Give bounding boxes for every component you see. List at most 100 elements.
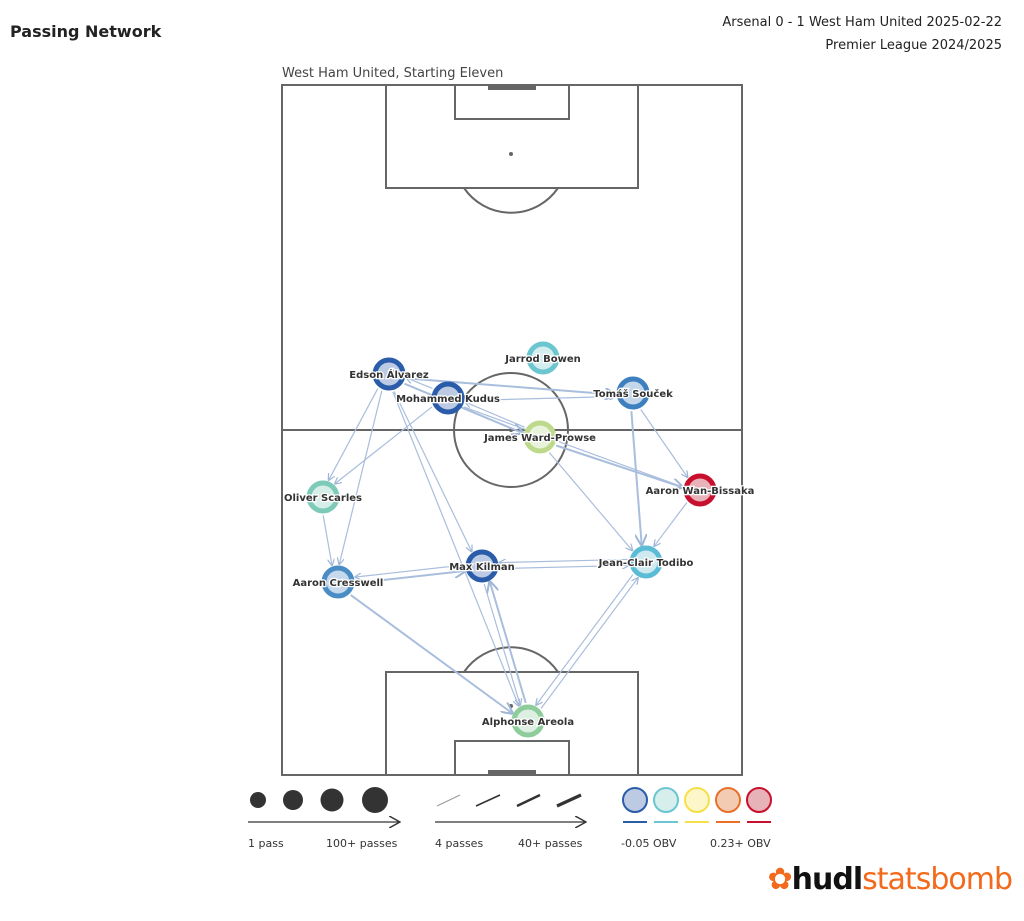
player-circle xyxy=(629,545,663,579)
penalty-box-top xyxy=(385,84,639,189)
match-title: Arsenal 0 - 1 West Ham United 2025-02-22 xyxy=(722,15,1002,30)
player-label: Tomáš Souček xyxy=(593,388,673,400)
competition: Premier League 2024/2025 xyxy=(825,38,1002,53)
player-circle xyxy=(616,376,650,410)
pass-edge xyxy=(335,406,433,484)
legend-size-2 xyxy=(283,790,303,810)
pass-edge xyxy=(500,565,628,568)
player-label: Oliver Scarles xyxy=(284,493,362,504)
player-label: Edson Álvarez xyxy=(349,368,429,381)
player-label: Jarrod Bowen xyxy=(504,354,580,365)
pass-edge xyxy=(500,559,628,562)
pass-edge xyxy=(630,411,641,544)
pass-edge xyxy=(466,402,525,428)
legend-obv-circle xyxy=(653,787,679,813)
pass-edge xyxy=(463,407,522,433)
logo-icon: ✿ xyxy=(767,862,793,897)
player-circle xyxy=(523,420,557,454)
legend-obv-circle xyxy=(684,787,710,813)
pass-edge xyxy=(466,396,615,402)
pass-edge xyxy=(339,390,383,564)
pass-edge xyxy=(640,409,688,477)
player-node: Oliver Scarles xyxy=(283,480,363,514)
player-circle xyxy=(431,381,465,415)
pass-edge xyxy=(490,582,527,704)
pass-edge xyxy=(463,406,682,487)
legend-size-3 xyxy=(320,788,344,812)
pass-edges xyxy=(322,377,688,713)
six-yard-box-top xyxy=(454,84,570,120)
player-circle xyxy=(511,704,545,738)
legend-line-2 xyxy=(475,794,501,807)
player-label: Jean-Clair Todibo xyxy=(598,558,694,569)
pass-edge xyxy=(555,444,682,488)
player-node: Max Kilman xyxy=(448,549,516,583)
goal-bottom xyxy=(488,770,536,776)
pass-edge xyxy=(350,594,512,713)
player-circle xyxy=(321,565,355,599)
player-circle xyxy=(465,549,499,583)
goal-top xyxy=(488,84,536,90)
legend-line-4 xyxy=(556,793,582,808)
hudl-statsbomb-logo: ✿hudlstatsbomb xyxy=(767,862,1013,897)
legend-size-max: 100+ passes xyxy=(326,837,398,850)
penalty-arc-bottom xyxy=(463,646,559,673)
legend-size-4 xyxy=(362,787,388,813)
pass-edge xyxy=(548,452,632,551)
legend-line-3 xyxy=(516,793,541,808)
pass-edge xyxy=(393,391,471,552)
player-node: Jean-Clair Todibo xyxy=(596,545,695,579)
player-label: James Ward-Prowse xyxy=(483,433,596,444)
player-node: Tomáš Souček xyxy=(592,376,674,410)
pass-edge xyxy=(392,391,519,706)
player-circle xyxy=(526,341,560,375)
penalty-arc-top xyxy=(463,187,559,214)
legend-obv-max: 0.23+ OBV xyxy=(710,837,771,850)
pitch xyxy=(281,84,743,776)
player-label: Aaron Wan-Bissaka xyxy=(646,486,755,497)
chart-subtitle: West Ham United, Starting Eleven xyxy=(282,66,504,81)
player-node: Mohammed Kudus xyxy=(395,381,501,415)
page-title: Passing Network xyxy=(10,22,162,41)
pass-edge xyxy=(356,564,464,577)
player-node: Aaron Cresswell xyxy=(291,565,385,599)
player-node: Edson Álvarez xyxy=(348,357,430,391)
pass-edge xyxy=(322,515,332,565)
legend-obv-circle xyxy=(622,787,648,813)
player-node: Jarrod Bowen xyxy=(503,341,582,375)
penalty-spot-bottom xyxy=(509,704,513,708)
pass-edge xyxy=(406,377,615,394)
six-yard-box-bottom xyxy=(454,740,570,776)
player-circle xyxy=(372,357,406,391)
legend-line-max: 40+ passes xyxy=(518,837,583,850)
pass-edge xyxy=(540,578,638,709)
player-node: Aaron Wan-Bissaka xyxy=(644,473,756,507)
player-label: Mohammed Kudus xyxy=(396,394,500,405)
legend-obv-circle xyxy=(746,787,772,813)
legend-obv-circle xyxy=(715,787,741,813)
player-circle xyxy=(306,480,340,514)
match-info: Arsenal 0 - 1 West Ham United 2025-02-22… xyxy=(722,11,1002,57)
legend-line-min: 4 passes xyxy=(435,837,483,850)
legend-obv-scale xyxy=(622,787,772,823)
pass-edge xyxy=(356,571,464,584)
legend-size-1 xyxy=(250,792,266,808)
player-label: Aaron Cresswell xyxy=(293,578,384,589)
player-label: Max Kilman xyxy=(449,562,515,573)
player-node: James Ward-Prowse xyxy=(482,420,597,454)
pass-edge xyxy=(483,583,520,704)
legend-size-min: 1 pass xyxy=(248,837,284,850)
legend-line-1 xyxy=(436,794,461,807)
penalty-spot-top xyxy=(509,152,513,156)
legend-obv-min: -0.05 OBV xyxy=(621,837,677,850)
player-circle xyxy=(683,473,717,507)
pass-edge xyxy=(654,502,688,546)
pass-edge xyxy=(407,378,433,389)
player-node: Alphonse Areola xyxy=(481,704,575,738)
player-label: Alphonse Areola xyxy=(482,717,574,728)
pass-edge xyxy=(536,574,634,705)
pass-edge xyxy=(329,388,379,479)
centre-circle xyxy=(453,372,569,488)
